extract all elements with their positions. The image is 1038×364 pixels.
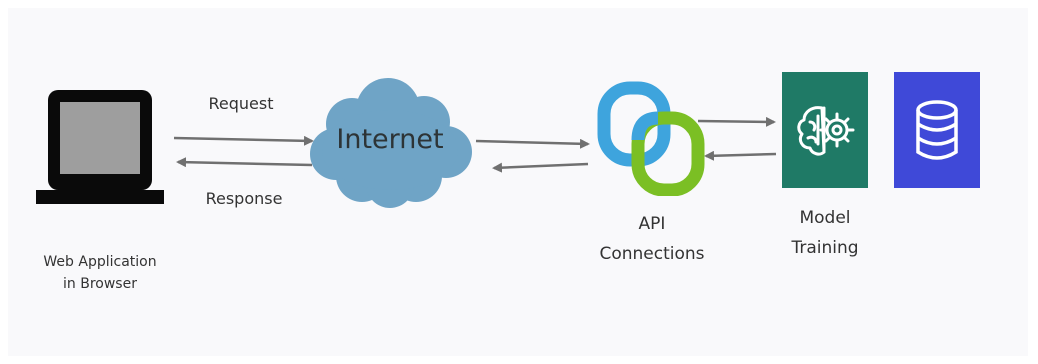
internet-node: Internet	[300, 72, 480, 210]
api-node	[596, 80, 708, 197]
response-label: Response	[205, 189, 283, 208]
browser-label-line1: Web Application	[43, 254, 157, 270]
laptop-icon	[36, 90, 164, 204]
request-arrow	[173, 135, 314, 146]
response-arrow	[176, 157, 313, 168]
internet-to-api-arrow	[475, 138, 590, 149]
database-node	[894, 72, 980, 188]
api-to-internet-arrow	[492, 162, 589, 173]
brain-gear-icon	[797, 106, 855, 156]
api-to-model-arrow	[697, 116, 776, 127]
browser-label-line2: in Browser	[63, 276, 137, 292]
api-label-line1: API	[638, 214, 666, 234]
model-label-line1: Model	[799, 208, 851, 228]
internet-label: Internet	[336, 124, 444, 155]
cloud-icon	[310, 78, 472, 208]
model-to-api-arrow	[704, 150, 777, 161]
request-label: Request	[208, 94, 274, 113]
api-label-line2: Connections	[599, 244, 705, 264]
link-icon	[597, 81, 705, 197]
model-label-line2: Training	[791, 238, 859, 258]
database-icon	[916, 100, 958, 160]
model-training-node	[782, 72, 868, 188]
browser-node	[36, 88, 164, 208]
